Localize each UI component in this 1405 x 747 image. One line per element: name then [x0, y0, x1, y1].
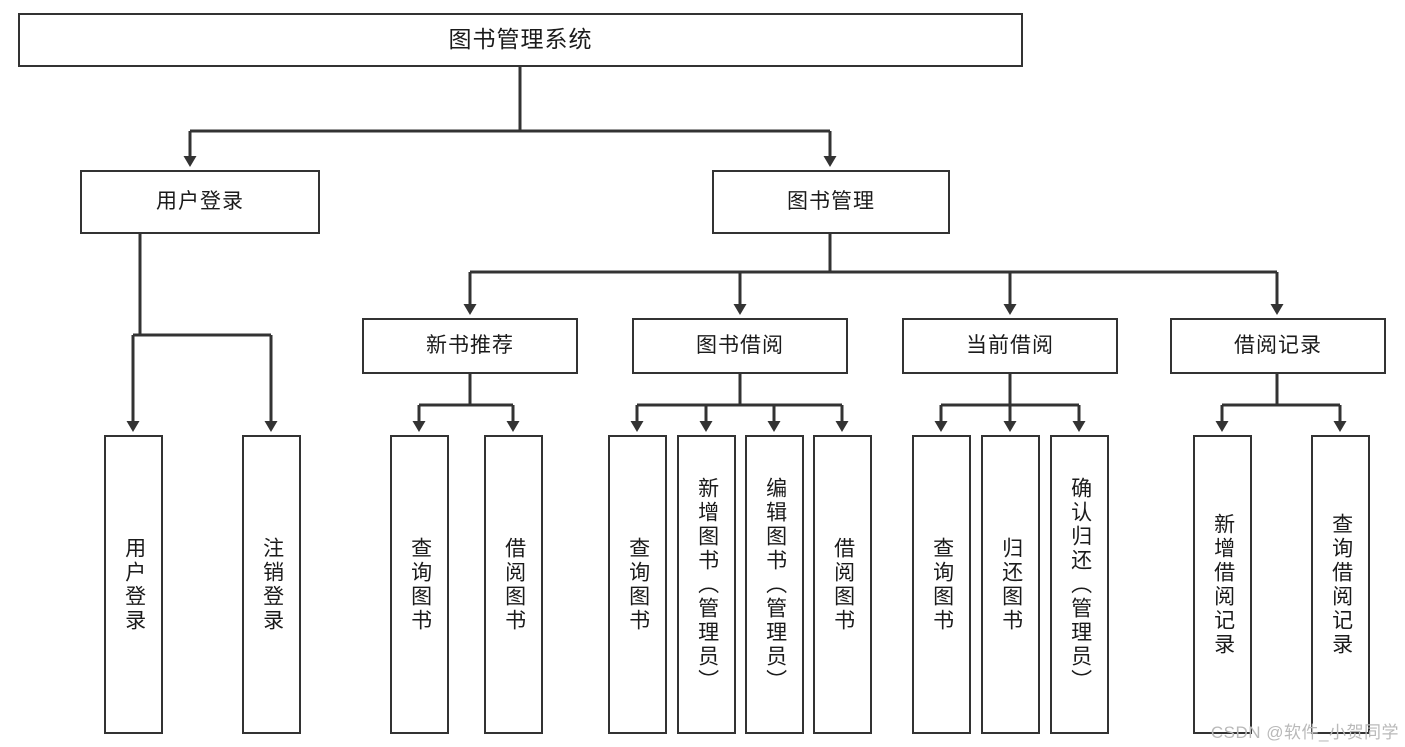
node-label: 查询图书	[930, 536, 954, 633]
leaf-edit-book-admin[interactable]: 编辑图书（管理员）	[745, 435, 804, 734]
node-label: 注销登录	[260, 536, 284, 633]
node-label: 用户登录	[156, 190, 244, 214]
node-label: 编辑图书（管理员）	[763, 476, 787, 693]
node-label: 图书借阅	[696, 334, 784, 358]
leaf-new-book-query[interactable]: 查询图书	[390, 435, 449, 734]
node-label: 借阅图书	[831, 536, 855, 633]
node-label: 查询借阅记录	[1329, 512, 1353, 657]
node-label: 新增借阅记录	[1211, 512, 1235, 657]
node-label: 当前借阅	[966, 334, 1054, 358]
node-label: 新增图书（管理员）	[695, 476, 719, 693]
node-book-borrow[interactable]: 图书借阅	[632, 318, 848, 374]
node-label: 归还图书	[999, 536, 1023, 633]
node-label: 查询图书	[408, 536, 432, 633]
node-label: 用户登录	[122, 536, 146, 633]
node-label: 图书管理	[787, 190, 875, 214]
watermark-text: CSDN @软件_小贺同学	[1210, 723, 1399, 742]
leaf-logout[interactable]: 注销登录	[242, 435, 301, 734]
node-current-borrow[interactable]: 当前借阅	[902, 318, 1118, 374]
node-borrow-record[interactable]: 借阅记录	[1170, 318, 1386, 374]
leaf-borrow-book[interactable]: 借阅图书	[813, 435, 872, 734]
node-book-management[interactable]: 图书管理	[712, 170, 950, 234]
leaf-current-query-book[interactable]: 查询图书	[912, 435, 971, 734]
leaf-query-borrow-record[interactable]: 查询借阅记录	[1311, 435, 1370, 734]
node-label: 借阅图书	[502, 536, 526, 633]
node-new-book-recommend[interactable]: 新书推荐	[362, 318, 578, 374]
leaf-add-book-admin[interactable]: 新增图书（管理员）	[677, 435, 736, 734]
node-user-login[interactable]: 用户登录	[80, 170, 320, 234]
leaf-user-login[interactable]: 用户登录	[104, 435, 163, 734]
leaf-new-book-borrow[interactable]: 借阅图书	[484, 435, 543, 734]
node-label: 图书管理系统	[448, 26, 593, 53]
leaf-add-borrow-record[interactable]: 新增借阅记录	[1193, 435, 1252, 734]
leaf-return-book[interactable]: 归还图书	[981, 435, 1040, 734]
node-root-system[interactable]: 图书管理系统	[18, 13, 1023, 67]
node-label: 确认归还（管理员）	[1068, 476, 1092, 693]
node-label: 查询图书	[626, 536, 650, 633]
leaf-borrow-query-book[interactable]: 查询图书	[608, 435, 667, 734]
node-label: 借阅记录	[1234, 334, 1322, 358]
leaf-confirm-return-admin[interactable]: 确认归还（管理员）	[1050, 435, 1109, 734]
node-label: 新书推荐	[426, 334, 514, 358]
